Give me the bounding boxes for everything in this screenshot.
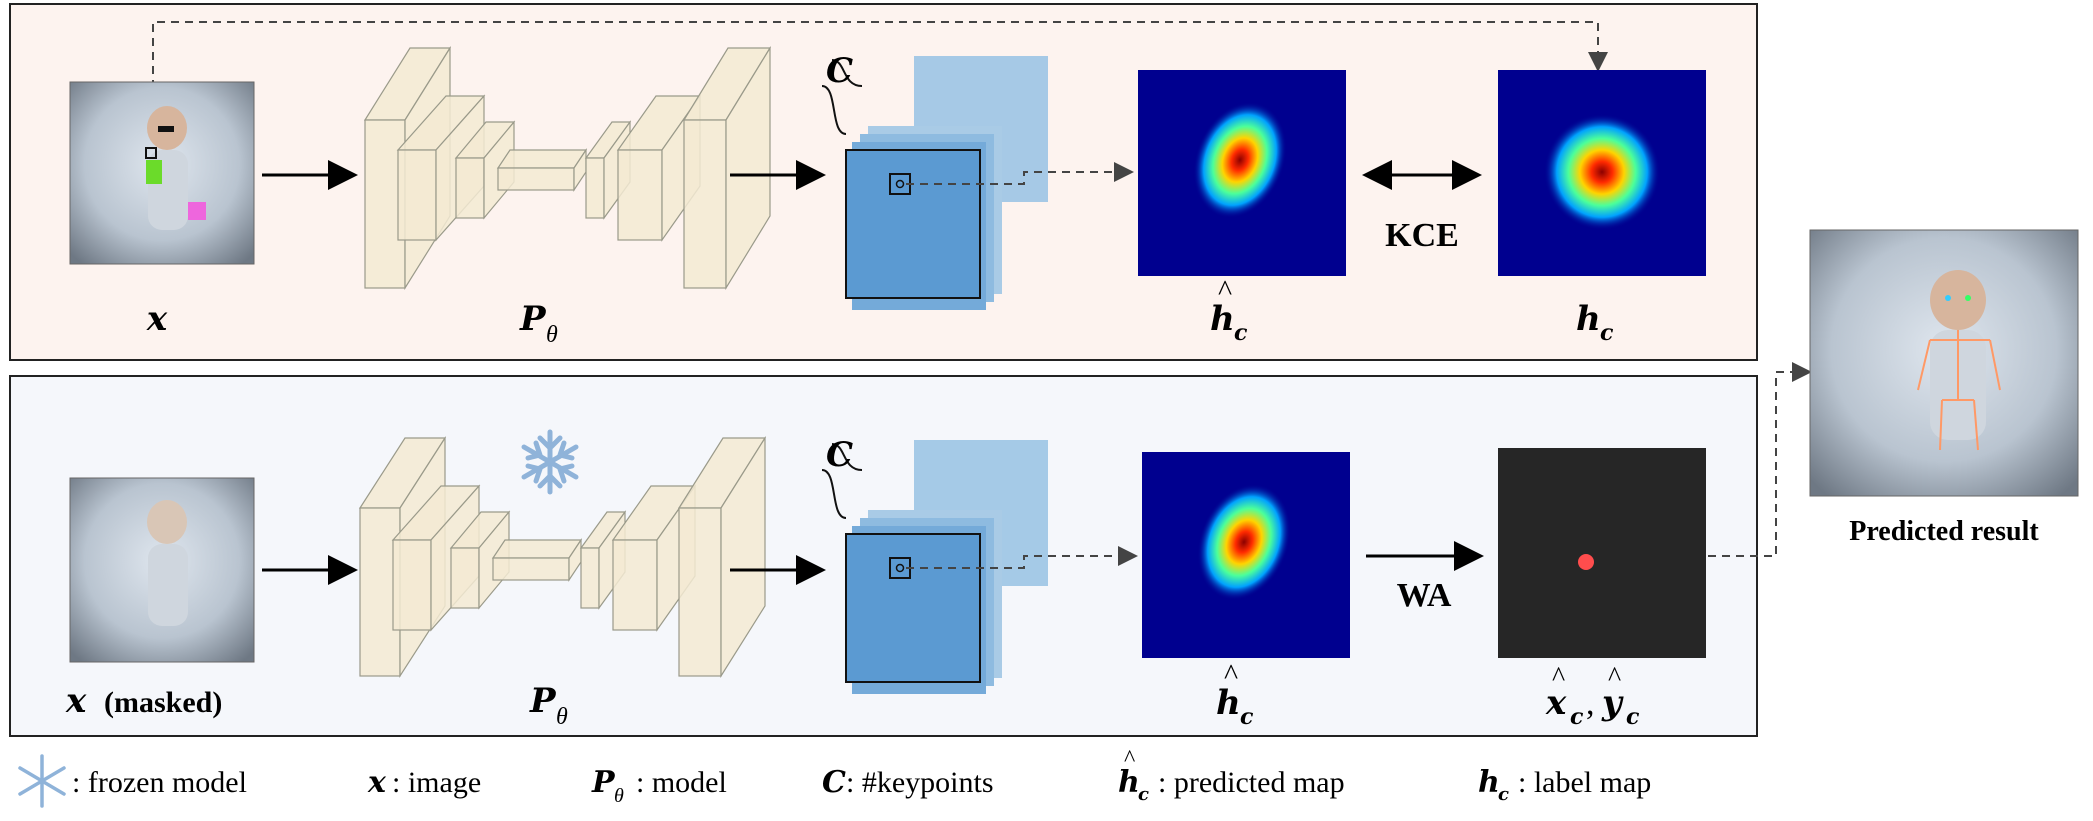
svg-text:(masked): (masked)	[104, 686, 222, 719]
arrow-channel-to-pred-bottom	[906, 546, 1138, 569]
legend-keypoints: : #keypoints	[846, 766, 994, 799]
svg-text:h: h	[1118, 765, 1140, 800]
legend-pred: : predicted map	[1158, 766, 1345, 799]
input-image-top	[69, 81, 255, 265]
svg-text:^: ^	[1608, 662, 1621, 693]
svg-text:θ: θ	[614, 785, 624, 807]
svg-text:c: c	[1498, 784, 1509, 805]
svg-text:h: h	[1216, 683, 1241, 723]
label-gen-connector	[152, 21, 1608, 158]
input-image-bottom	[69, 477, 255, 663]
svg-text:y: y	[1601, 683, 1624, 723]
legend-keypoints-sym: C	[822, 765, 846, 800]
legend-snowflake-icon	[18, 754, 66, 808]
legend: : frozen model x : image P θ : model C :…	[18, 746, 1651, 808]
arrow-to-result	[1708, 362, 1812, 557]
model-network-top	[363, 45, 772, 291]
svg-text:θ: θ	[556, 704, 568, 730]
svg-text:^: ^	[1552, 662, 1565, 693]
svg-text:c: c	[1570, 704, 1584, 730]
coordinate-map	[1498, 448, 1706, 658]
coord-label: ^ x c , ^ y c	[1545, 662, 1640, 730]
legend-label-sym: h c	[1478, 765, 1509, 805]
pred-map-label-bottom: ^ h c	[1216, 658, 1254, 730]
legend-model: : model	[636, 766, 727, 799]
pred-heatmap-top	[1138, 70, 1346, 276]
legend-frozen: : frozen model	[72, 766, 247, 799]
legend-label: : label map	[1518, 766, 1651, 799]
model-network-bottom	[358, 435, 767, 679]
model-label-bottom: P θ	[529, 681, 568, 730]
svg-text:P: P	[519, 299, 547, 339]
svg-text:h: h	[1576, 299, 1601, 339]
label-map-label-top: h c	[1576, 299, 1614, 346]
svg-text:x: x	[65, 681, 87, 721]
svg-text:c: c	[1234, 320, 1248, 346]
label-heatmap-top	[1498, 70, 1706, 276]
wa-label: WA	[1397, 577, 1452, 614]
svg-text:θ: θ	[546, 322, 558, 348]
legend-pred-sym: ^ h c	[1118, 746, 1149, 805]
pred-heatmap-bottom	[1142, 452, 1350, 658]
predicted-result-image	[1809, 229, 2079, 497]
channel-stack-bottom	[821, 440, 1048, 694]
svg-text:^: ^	[1224, 658, 1238, 691]
svg-text:h: h	[1478, 765, 1500, 800]
input-label-top: x	[146, 299, 168, 339]
predicted-result-label: Predicted result	[1849, 516, 2039, 547]
channels-label-top: C	[826, 51, 853, 91]
svg-text:c: c	[1240, 704, 1254, 730]
legend-model-sym: P θ	[591, 765, 624, 807]
legend-image: : image	[392, 766, 481, 799]
svg-text:c: c	[1626, 704, 1640, 730]
model-label-top: P θ	[519, 299, 558, 348]
svg-text:P: P	[591, 765, 616, 800]
svg-text:c: c	[1600, 320, 1614, 346]
pred-map-label-top: ^ h c	[1210, 274, 1248, 346]
kce-label: KCE	[1385, 217, 1459, 254]
svg-text:c: c	[1138, 784, 1149, 805]
svg-text:^: ^	[1218, 274, 1232, 307]
svg-text:h: h	[1210, 299, 1235, 339]
input-label-bottom: x (masked)	[65, 681, 222, 721]
svg-text:,: ,	[1586, 685, 1595, 722]
svg-text:P: P	[529, 681, 557, 721]
channels-label-bottom: C	[826, 435, 853, 475]
snowflake-icon	[521, 429, 579, 495]
legend-image-sym: x	[367, 765, 387, 800]
arrow-channel-to-pred-top	[906, 162, 1134, 185]
svg-text:x: x	[1545, 683, 1567, 723]
channel-stack-top	[821, 56, 1048, 310]
keypoint-dot	[1578, 554, 1594, 570]
svg-text:^: ^	[1124, 746, 1135, 772]
